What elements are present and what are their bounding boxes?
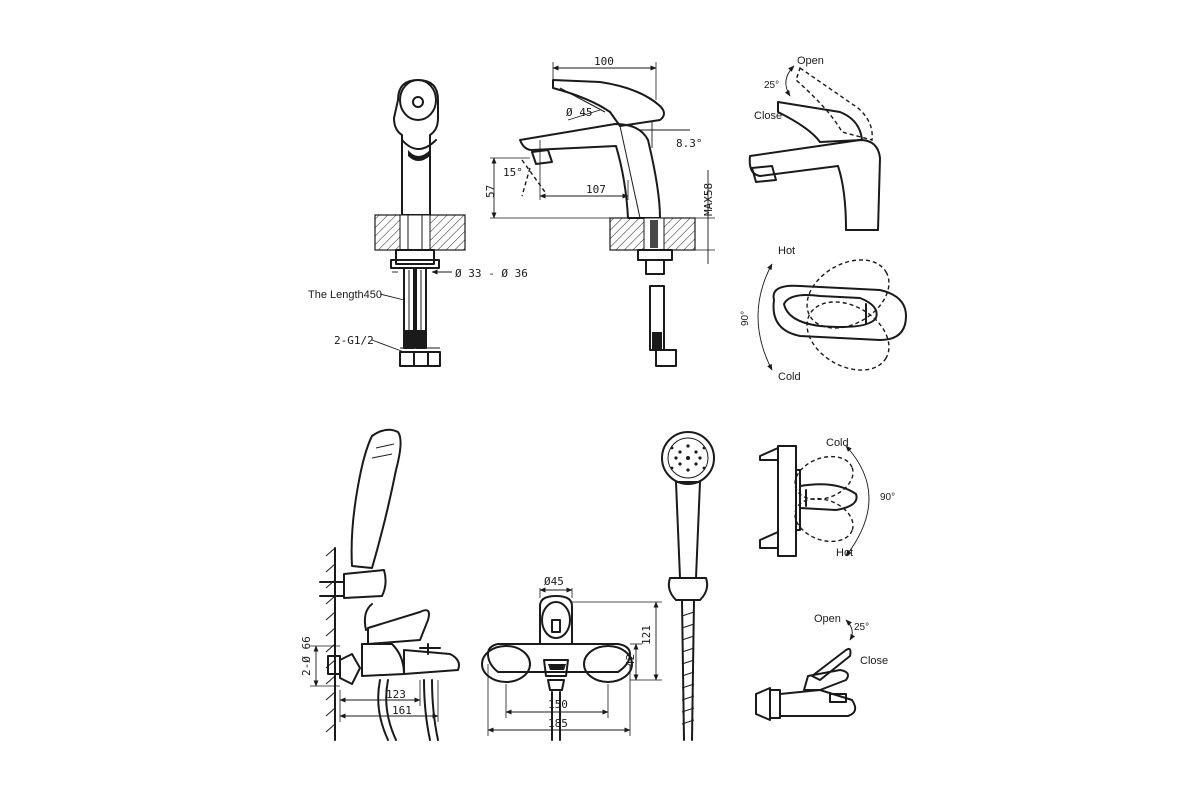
basin-mixer-front-view: [371, 79, 466, 367]
tilt-angle-dim: 8.3°: [676, 137, 703, 150]
hand-shower-front-view: [661, 431, 715, 741]
rotation-plan-diagram: [757, 259, 907, 371]
handle-diameter-dim: Ø 45: [566, 106, 593, 119]
lever-angle-label: 25°: [764, 80, 779, 91]
bath-rotation-hot-label: Hot: [836, 547, 853, 559]
bath-rotation-plan-diagram: [759, 445, 870, 557]
spout-height-dim: 57: [484, 185, 497, 198]
front-height-42-dim: 42: [624, 654, 637, 667]
pipe-diameter-dim: 2-Ø 66: [300, 636, 313, 676]
basin-mixer-side-view: [490, 62, 715, 367]
bath-rotation-cold-label: Cold: [826, 437, 849, 449]
aerator-angle-dim: 15°: [503, 166, 523, 179]
rotation-angle-label: 90°: [740, 311, 751, 326]
front-width-150-dim: 150: [548, 698, 568, 711]
rotation-hot-label: Hot: [778, 245, 795, 257]
spout-reach-dim: 107: [586, 183, 606, 196]
bath-lever-tilt-diagram: [755, 619, 857, 721]
lever-close-label: Close: [754, 110, 782, 122]
thread-size-label: 2-G1/2: [334, 334, 374, 347]
front-width-185-dim: 185: [548, 717, 568, 730]
rotation-cold-label: Cold: [778, 371, 801, 383]
lever-open-label: Open: [797, 55, 824, 67]
hose-length-label: The Length450: [308, 289, 382, 301]
bath-mixer-side-view: [310, 428, 460, 741]
spout-width-dim: 100: [594, 55, 614, 68]
lever-tilt-diagram: [748, 65, 881, 231]
bath-lever-open-label: Open: [814, 613, 841, 625]
bath-lever-angle-label: 25°: [854, 622, 869, 633]
bath-mixer-front-view: [481, 587, 662, 741]
bath-rotation-angle-label: 90°: [880, 492, 895, 503]
bath-dim-123: 123: [386, 688, 406, 701]
mounting-hole-dim: Ø 33 - Ø 36: [455, 267, 528, 280]
max-thickness-dim: MAX58: [702, 183, 715, 216]
bath-dim-161: 161: [392, 704, 412, 717]
front-handle-diameter-dim: Ø45: [544, 575, 564, 588]
bath-lever-close-label: Close: [860, 655, 888, 667]
front-height-121-dim: 121: [640, 625, 653, 645]
